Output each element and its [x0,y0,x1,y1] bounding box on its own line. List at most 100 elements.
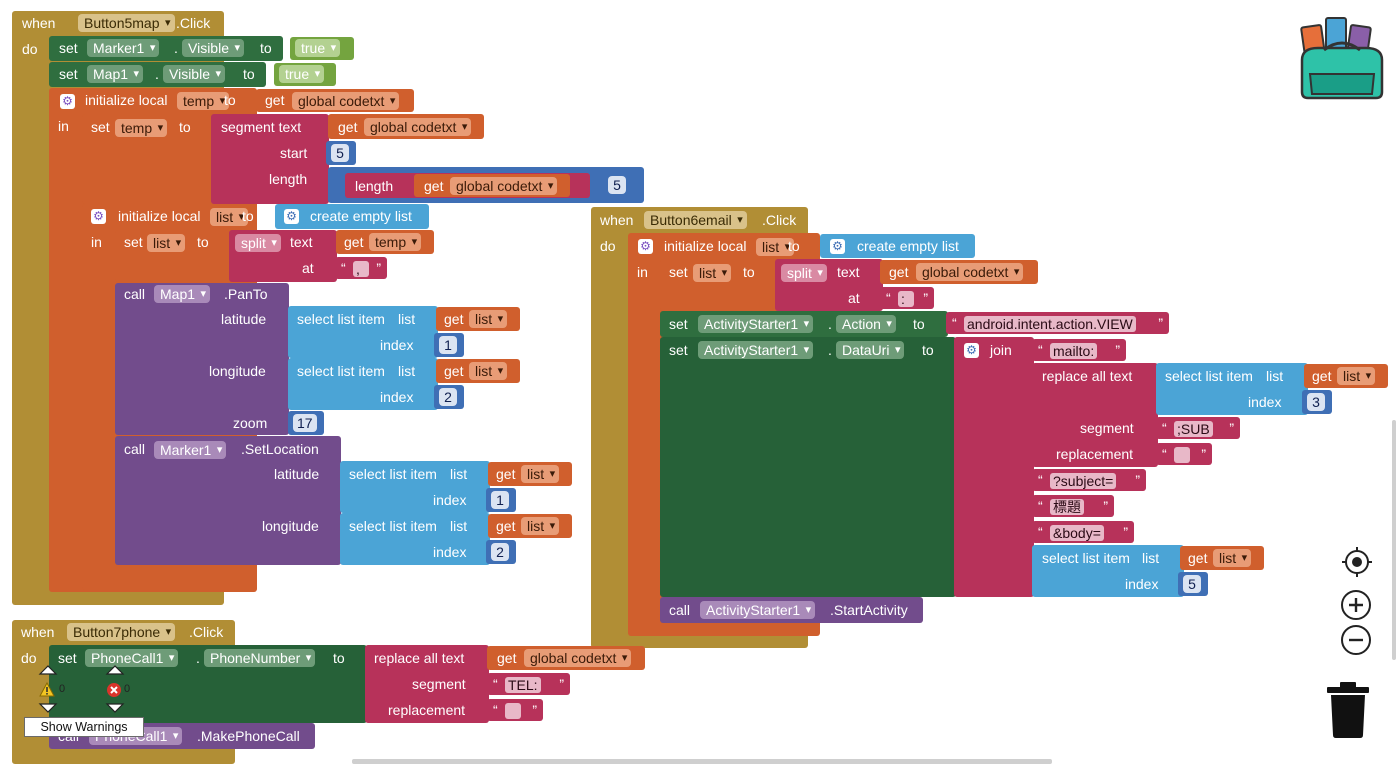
string-block[interactable]: 標題 [1032,495,1114,517]
activitystarter1-dropdown[interactable]: ActivityStarter1 [698,341,814,359]
list-dropdown[interactable]: list [1213,549,1252,567]
mutator-gear-icon[interactable]: ⚙ [638,239,653,254]
select-list-item-block[interactable]: select list item list index [1032,545,1184,597]
join-block[interactable]: ⚙ join [954,337,1034,597]
get-global-codetxt-block[interactable]: get global codetxt [880,260,1038,284]
string-value[interactable] [505,703,521,720]
marker1-dropdown[interactable]: Marker1 [154,441,227,459]
string-block[interactable]: : [880,287,934,309]
list-dropdown[interactable]: list [521,465,560,483]
string-block[interactable]: &body= [1032,521,1134,543]
get-list-block[interactable]: get list [436,307,520,331]
map1-dropdown[interactable]: Map1 [87,65,144,83]
get-global-codetxt-block[interactable]: get global codetxt [487,646,645,670]
get-list-block[interactable]: get list [436,359,520,383]
number-value[interactable]: 1 [439,336,457,354]
split-block[interactable]: split text at [229,230,337,282]
error-indicator[interactable]: 0 [105,664,135,716]
temp-var-field[interactable]: temp [177,92,230,110]
number-value[interactable]: 5 [1183,575,1201,593]
number-block[interactable]: 2 [434,385,464,409]
number-value[interactable]: 2 [491,543,509,561]
segment-text-block[interactable]: segment text start length [211,114,329,204]
action-property-dropdown[interactable]: Action [836,315,896,333]
number-block[interactable]: 5 [1178,572,1208,596]
replace-all-text-block[interactable]: replace all text segment replacement [1032,363,1158,467]
true-dropdown[interactable]: true [279,65,325,83]
global-codetxt-dropdown[interactable]: global codetxt [916,263,1024,281]
show-warnings-button[interactable]: Show Warnings [24,717,144,737]
horizontal-scrollbar[interactable] [352,759,1052,764]
button7phone-dropdown[interactable]: Button7phone [67,623,176,641]
list-var-field[interactable]: list [756,238,795,256]
set-phonecall1-phonenumber-block[interactable]: set PhoneCall1 . PhoneNumber to [49,645,367,723]
true-dropdown[interactable]: true [295,39,341,57]
zoom-number-block[interactable]: 17 [288,411,324,435]
list-dropdown[interactable]: list [1337,367,1376,385]
button6email-dropdown[interactable]: Button6email [644,211,747,229]
datauri-property-dropdown[interactable]: DataUri [836,341,905,359]
locate-icon[interactable] [1340,545,1374,579]
activitystarter1-dropdown[interactable]: ActivityStarter1 [700,601,816,619]
phonenumber-property-dropdown[interactable]: PhoneNumber [204,649,316,667]
select-list-item-block[interactable]: select list item list index [340,513,490,565]
number-block[interactable]: 5 [326,141,356,165]
number-block[interactable]: 2 [486,540,516,564]
select-list-item-block[interactable]: select list item list index [1156,363,1308,415]
number-value[interactable]: 5 [331,144,349,162]
split-block[interactable]: split text at [775,259,883,311]
number-block[interactable]: 1 [434,333,464,357]
get-temp-block[interactable]: get temp [336,230,434,254]
string-value[interactable]: android.intent.action.VIEW [964,316,1136,333]
get-list-block[interactable]: get list [488,514,572,538]
select-list-item-block[interactable]: select list item list index [288,306,438,358]
trash-icon[interactable] [1325,680,1371,740]
set-activitystarter1-datauri-block[interactable]: set ActivityStarter1 . DataUri to [660,337,956,597]
call-map1-panto-block[interactable]: call Map1 .PanTo latitude longitude zoom [115,283,289,435]
string-block[interactable]: ?subject= [1032,469,1146,491]
button5map-dropdown[interactable]: Button5map [78,14,175,32]
backpack-icon[interactable] [1296,14,1390,102]
visible-property-dropdown[interactable]: Visible [163,65,225,83]
get-global-codetxt-block[interactable]: get global codetxt [414,174,570,197]
get-global-codetxt-block[interactable]: get global codetxt [328,114,484,139]
true-block[interactable]: true [290,37,354,60]
mutator-gear-icon[interactable]: ⚙ [964,343,979,358]
map1-dropdown[interactable]: Map1 [154,285,211,303]
global-codetxt-dropdown[interactable]: global codetxt [524,649,632,667]
get-list-block[interactable]: get list [1304,364,1388,388]
temp-dropdown[interactable]: temp [369,233,422,251]
split-dropdown[interactable]: split [781,264,827,282]
set-marker1-visible-block[interactable]: set Marker1 . Visible to [49,36,283,61]
string-value[interactable]: &body= [1050,525,1104,542]
number-value[interactable]: 3 [1307,393,1325,411]
warning-toggle-arrows[interactable] [38,664,64,716]
global-codetxt-dropdown[interactable]: global codetxt [450,177,558,195]
mutator-gear-icon[interactable]: ⚙ [830,239,845,254]
string-value[interactable]: mailto: [1050,343,1098,360]
call-marker1-setlocation-block[interactable]: call Marker1 .SetLocation latitude longi… [115,436,341,565]
split-dropdown[interactable]: split [235,234,281,252]
string-block[interactable] [1156,443,1212,465]
number-block[interactable]: 3 [1302,390,1332,414]
mutator-gear-icon[interactable]: ⚙ [91,209,106,224]
activitystarter1-dropdown[interactable]: ActivityStarter1 [698,315,814,333]
zoom-out-icon[interactable] [1340,624,1372,656]
string-block[interactable]: TEL: [487,673,570,695]
set-list-block[interactable]: set list to [660,259,778,311]
string-value[interactable]: ;SUB [1174,421,1213,438]
string-value[interactable]: 標題 [1050,499,1084,516]
list-dropdown[interactable]: list [469,362,508,380]
get-list-block[interactable]: get list [1180,546,1264,570]
replace-all-text-block[interactable]: replace all text segment replacement [365,645,489,723]
set-map1-visible-block[interactable]: set Map1 . Visible to [49,62,266,87]
warning-indicator[interactable]: 0 [38,664,65,716]
string-value[interactable] [1174,447,1190,464]
number-value[interactable]: 17 [293,414,317,432]
marker1-dropdown[interactable]: Marker1 [87,39,160,57]
global-codetxt-dropdown[interactable]: global codetxt [292,92,400,110]
string-block[interactable] [487,699,543,721]
string-block[interactable]: ;SUB [1156,417,1240,439]
number-block[interactable]: 1 [486,488,516,512]
mutator-gear-icon[interactable]: ⚙ [60,94,75,109]
